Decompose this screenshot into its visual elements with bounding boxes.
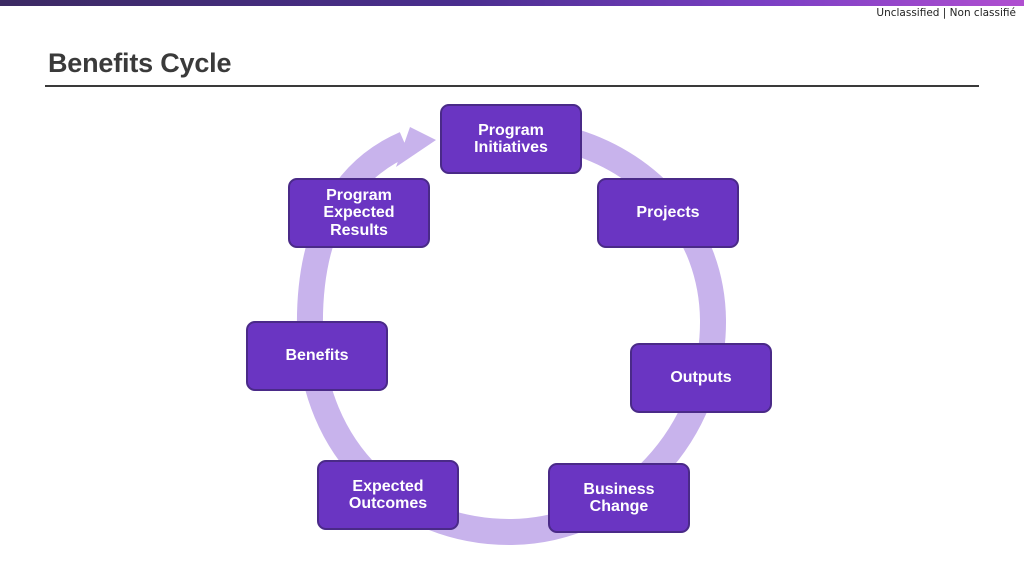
node-label: Program Initiatives xyxy=(474,121,548,157)
title-divider xyxy=(45,85,979,87)
node-label: Projects xyxy=(636,204,700,222)
node-label: Business Change xyxy=(583,480,655,516)
top-accent-bar xyxy=(0,0,1024,6)
node-program-expected-results: Program Expected Results xyxy=(288,178,430,248)
cycle-arrowhead xyxy=(396,127,436,167)
node-projects: Projects xyxy=(597,178,739,248)
node-program-initiatives: Program Initiatives xyxy=(440,104,582,174)
node-expected-outcomes: Expected Outcomes xyxy=(317,460,459,530)
node-business-change: Business Change xyxy=(548,463,690,533)
node-label: Outputs xyxy=(670,369,732,387)
node-label: Benefits xyxy=(285,347,349,365)
page-title: Benefits Cycle xyxy=(48,48,232,78)
node-label: Expected Outcomes xyxy=(348,477,428,513)
node-benefits: Benefits xyxy=(246,321,388,391)
classification-label: Unclassified | Non classifié xyxy=(876,7,1016,19)
node-label: Program Expected Results xyxy=(323,186,395,239)
node-outputs: Outputs xyxy=(630,343,772,413)
cycle-ring xyxy=(296,129,727,546)
